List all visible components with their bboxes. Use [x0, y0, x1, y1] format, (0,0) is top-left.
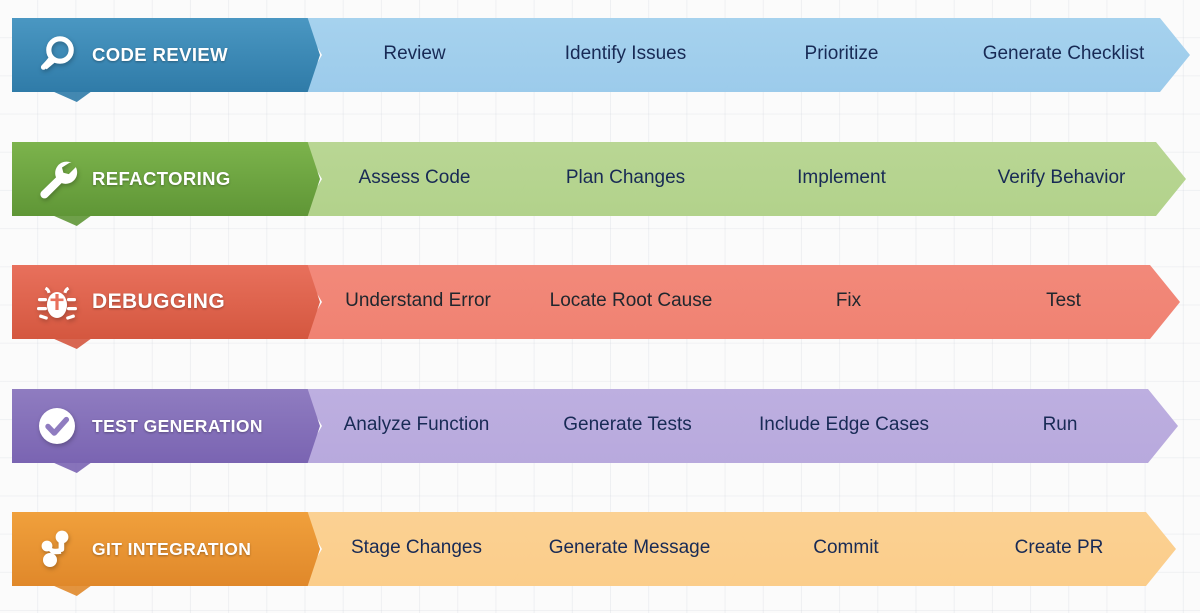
workflow-label-debugging[interactable]: DEBUGGING	[12, 265, 320, 339]
step-label: Generate Checklist	[982, 43, 1145, 64]
step-chevron-debugging-1[interactable]: Understand Error	[300, 265, 536, 339]
step-chevron-refactoring-1[interactable]: Assess Code	[300, 142, 529, 216]
step-label: Stage Changes	[351, 537, 482, 558]
step-chevron-code-review-3[interactable]: Prioritize	[722, 18, 961, 92]
step-label: Assess Code	[358, 167, 471, 188]
step-chevron-git-integration-3[interactable]: Commit	[726, 512, 966, 586]
step-chevron-refactoring-3[interactable]: Implement	[722, 142, 961, 216]
label-tail-fold	[52, 462, 92, 473]
step-chevron-git-integration-2[interactable]: Generate Message	[509, 512, 750, 586]
step-label: Include Edge Cases	[758, 414, 930, 435]
workflow-label-refactoring[interactable]: REFACTORING	[12, 142, 320, 216]
workflow-label-git-integration[interactable]: GIT INTEGRATION	[12, 512, 320, 586]
workflow-label-text: REFACTORING	[92, 168, 231, 189]
step-label: Review	[383, 43, 446, 64]
bug-icon	[30, 275, 84, 329]
step-label: Identify Issues	[564, 43, 687, 64]
step-chevron-test-generation-1[interactable]: Analyze Function	[300, 389, 533, 463]
magnifier-icon	[30, 28, 84, 82]
git-branch-icon	[30, 522, 84, 576]
workflow-label-text: DEBUGGING	[92, 290, 226, 313]
workflow-label-test-generation[interactable]: TEST GENERATION	[12, 389, 320, 463]
workflow-row-test-generation: Analyze Function Generate Tests Include Ed…	[12, 389, 1178, 473]
step-chevron-git-integration-1[interactable]: Stage Changes	[300, 512, 533, 586]
step-label: Implement	[797, 167, 886, 188]
step-chevron-debugging-3[interactable]: Fix	[726, 265, 971, 339]
label-tail-fold	[52, 338, 92, 349]
step-chevron-debugging-2[interactable]: Locate Root Cause	[512, 265, 750, 339]
step-label: Create PR	[1014, 537, 1104, 558]
step-chevron-test-generation-2[interactable]: Generate Tests	[509, 389, 746, 463]
step-label: Analyze Function	[343, 414, 490, 435]
step-label: Generate Message	[548, 537, 711, 558]
step-chevron-refactoring-2[interactable]: Plan Changes	[505, 142, 746, 216]
step-label: Understand Error	[345, 290, 491, 311]
workflow-row-inner: Understand Error Locate Root Cause Fix Test…	[12, 265, 1180, 349]
step-chevron-refactoring-4[interactable]: Verify Behavior	[937, 142, 1186, 216]
step-chevron-code-review-4[interactable]: Generate Checklist	[937, 18, 1190, 92]
step-chevron-code-review-2[interactable]: Identify Issues	[505, 18, 746, 92]
step-chevron-test-generation-4[interactable]: Run	[942, 389, 1178, 463]
workflow-label-text: TEST GENERATION	[92, 415, 263, 436]
workflow-label-text: GIT INTEGRATION	[92, 538, 252, 559]
step-chevron-debugging-4[interactable]: Test	[947, 265, 1180, 339]
step-label: Run	[1042, 414, 1078, 435]
workflow-row-code-review: Review Identify Issues Prioritize Generate …	[12, 18, 1190, 102]
workflow-row-inner: Stage Changes Generate Message Commit Creat…	[12, 512, 1176, 596]
step-label: Test	[1046, 290, 1081, 311]
step-chevron-code-review-1[interactable]: Review	[300, 18, 529, 92]
step-label: Prioritize	[804, 43, 879, 64]
check-circle-icon	[30, 399, 84, 453]
label-tail-fold	[52, 585, 92, 596]
workflow-row-inner: Analyze Function Generate Tests Include Ed…	[12, 389, 1178, 473]
step-label: Fix	[835, 290, 862, 311]
wrench-icon	[30, 152, 84, 206]
step-chevron-git-integration-4[interactable]: Create PR	[942, 512, 1176, 586]
label-tail-fold	[52, 91, 92, 102]
workflow-label-code-review[interactable]: CODE REVIEW	[12, 18, 320, 92]
step-label: Plan Changes	[565, 167, 686, 188]
workflow-row-debugging: Understand Error Locate Root Cause Fix Test…	[12, 265, 1180, 349]
step-label: Locate Root Cause	[549, 290, 713, 311]
step-label: Generate Tests	[563, 414, 692, 435]
workflow-row-inner: Review Identify Issues Prioritize Generate …	[12, 18, 1190, 102]
workflow-row-inner: Assess Code Plan Changes Implement Verify B…	[12, 142, 1186, 226]
workflow-row-refactoring: Assess Code Plan Changes Implement Verify B…	[12, 142, 1186, 226]
step-chevron-test-generation-3[interactable]: Include Edge Cases	[722, 389, 966, 463]
label-tail-fold	[52, 215, 92, 226]
workflow-label-text: CODE REVIEW	[92, 44, 228, 65]
step-label: Commit	[813, 537, 879, 558]
step-label: Verify Behavior	[997, 167, 1126, 188]
workflow-row-git-integration: Stage Changes Generate Message Commit Creat…	[12, 512, 1176, 596]
